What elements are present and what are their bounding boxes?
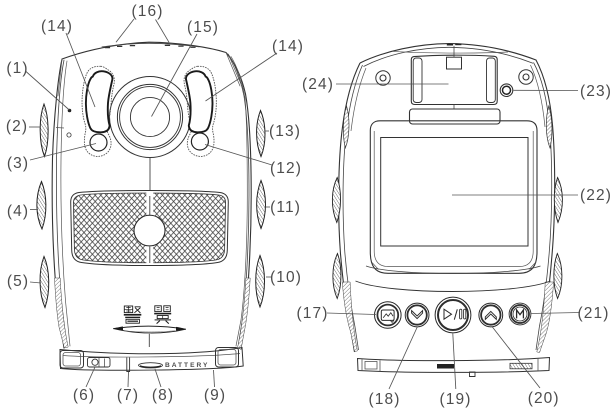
svg-text:(6): (6) [73, 387, 95, 404]
svg-text:(20): (20) [528, 390, 560, 407]
svg-text:(14): (14) [272, 38, 304, 55]
svg-text:(11): (11) [270, 199, 301, 216]
svg-text:(9): (9) [204, 387, 226, 404]
svg-text:(15): (15) [187, 19, 219, 36]
svg-text:(8): (8) [152, 387, 174, 404]
svg-text:(18): (18) [369, 391, 401, 408]
svg-text:(17): (17) [297, 305, 329, 322]
svg-text:(21): (21) [578, 305, 610, 322]
svg-text:(22): (22) [580, 187, 612, 204]
svg-text:(10): (10) [270, 269, 302, 286]
svg-text:(13): (13) [269, 123, 301, 140]
svg-text:(4): (4) [7, 203, 29, 220]
svg-text:(14): (14) [41, 18, 73, 35]
svg-text:(3): (3) [7, 155, 29, 172]
svg-text:(7): (7) [117, 387, 139, 404]
svg-text:(1): (1) [6, 60, 28, 77]
svg-text:(19): (19) [440, 391, 472, 408]
svg-text:(24): (24) [302, 76, 334, 93]
svg-text:(12): (12) [270, 160, 302, 177]
svg-text:BATTERY: BATTERY [165, 362, 209, 369]
svg-text:(23): (23) [580, 83, 612, 100]
svg-text:(5): (5) [7, 273, 29, 290]
svg-text:(16): (16) [132, 3, 164, 20]
svg-text:(2): (2) [6, 118, 28, 135]
